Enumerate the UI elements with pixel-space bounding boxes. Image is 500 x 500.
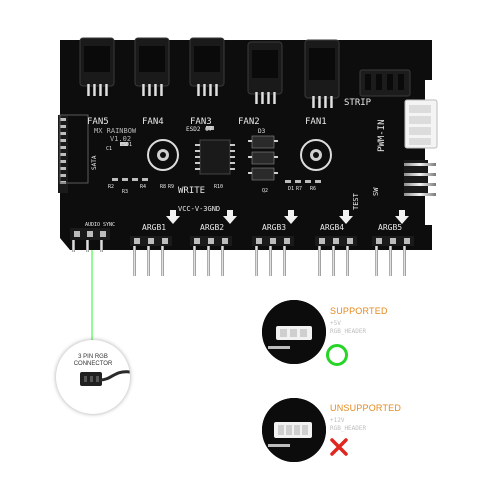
label-vcc: VCC-V-3GND: [178, 205, 220, 213]
argb-sockets: [70, 228, 414, 246]
label-fan1: FAN1: [305, 117, 327, 127]
label-fan3: FAN3: [190, 117, 212, 127]
argb-pins: [72, 240, 406, 276]
check-circle-icon: [326, 344, 348, 366]
supported-title: SUPPORTED: [330, 306, 388, 316]
label-argb5: ARGB5: [378, 223, 402, 232]
fan-headers: [79, 37, 340, 108]
supported-detail-image: [262, 300, 326, 364]
unsupported-faint-1: +12V: [330, 417, 345, 424]
label-fan5: FAN5: [87, 117, 109, 127]
argb-arrows: [166, 210, 409, 224]
label-r4: R4: [140, 184, 146, 190]
red-x-icon: [330, 438, 348, 456]
unsupported-title: UNSUPPORTED: [330, 403, 402, 413]
label-audio: AUDIO: [85, 222, 100, 228]
label-r7: R7: [296, 186, 302, 192]
mount-ring-right: [300, 139, 332, 171]
label-c7: C7: [205, 126, 213, 133]
label-argb3: ARGB3: [262, 223, 286, 232]
connector-label-line2: CONNECTOR: [73, 361, 113, 367]
main-chip: [199, 139, 231, 175]
supported-faint-1: +5V: [330, 320, 341, 327]
label-r9: R9: [168, 184, 174, 190]
unsupported-detail-image: [262, 398, 326, 462]
label-sync: SYNC: [103, 222, 115, 228]
label-r8: R8: [160, 184, 166, 190]
label-test: TEST: [352, 192, 360, 210]
unsupported-faint-2: RGB_HEADER: [330, 425, 367, 432]
label-r6: R6: [310, 186, 316, 192]
label-argb2: ARGB2: [200, 223, 224, 232]
label-sw: SW: [372, 187, 380, 196]
mount-ring-left: [147, 139, 179, 171]
label-c1: C1: [106, 146, 112, 152]
label-fan2: FAN2: [238, 117, 260, 127]
connector-callout: 3 PIN RGB CONNECTOR: [56, 340, 130, 414]
label-brand: MX RAINBOW: [94, 127, 137, 135]
connector-label-line1: 3 PIN RGB: [78, 354, 108, 360]
label-strip: STRIP: [344, 98, 372, 108]
strip-header: [359, 69, 411, 97]
label-esd2: ESD2: [186, 126, 201, 133]
plug-cable: [100, 370, 130, 382]
label-r10: R10: [214, 184, 223, 190]
label-d3: D3: [258, 128, 266, 135]
label-esd1: ESD1: [120, 142, 132, 148]
label-d1: D1: [288, 186, 294, 192]
transistor-column: [251, 135, 275, 181]
label-write: WRITE: [178, 186, 205, 196]
pwm-in-connector: [404, 99, 438, 149]
label-version: V1.02: [110, 135, 131, 143]
supported-faint-2: RGB_HEADER: [330, 328, 367, 335]
label-argb1: ARGB1: [142, 223, 166, 232]
label-sata: SATA: [91, 155, 98, 170]
side-pin-header: [404, 160, 436, 196]
label-fan4: FAN4: [142, 117, 164, 127]
label-q2: Q2: [262, 188, 268, 194]
rgb-plug-icon: [80, 372, 102, 386]
label-r2: R2: [108, 184, 114, 190]
label-r3: R3: [122, 189, 128, 195]
label-argb4: ARGB4: [320, 223, 344, 232]
label-pwm-in: PWM-IN: [377, 119, 387, 152]
